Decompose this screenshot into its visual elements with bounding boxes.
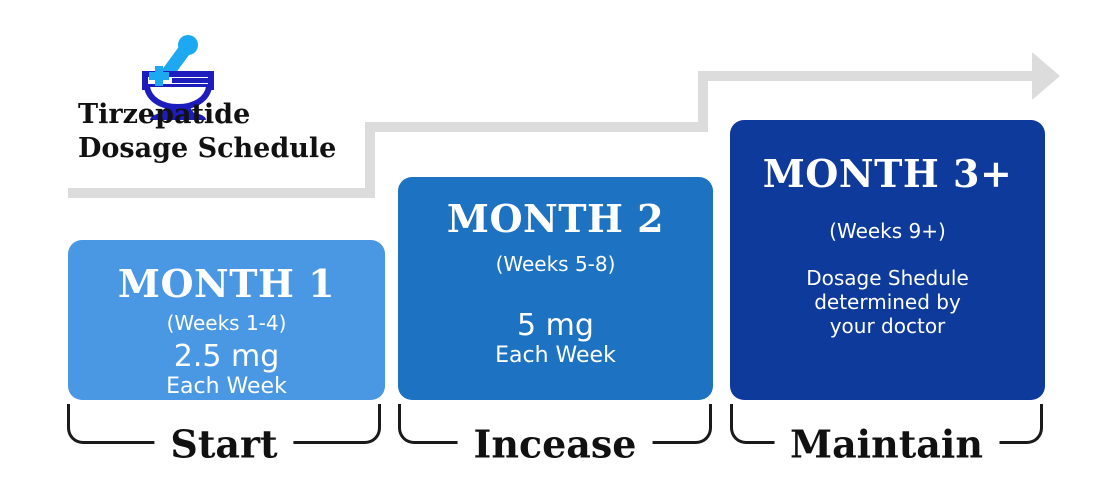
month-1-dose: 2.5 mg (173, 339, 280, 374)
month-2-dose: 5 mg (517, 308, 594, 343)
stage-box-month-3plus: MONTH 3+ (Weeks 9+) Dosage Shedule deter… (730, 120, 1045, 400)
phase-label-increase: Incease (457, 421, 653, 467)
month-1-frequency: Each Week (166, 374, 287, 399)
page-title-line2: Dosage Schedule (78, 133, 337, 164)
page-title-line1: Tirzepatide (78, 99, 251, 130)
bracket-start: Start (67, 404, 381, 467)
month-3-weeks: (Weeks 9+) (829, 219, 946, 243)
bracket-maintain: Maintain (730, 404, 1043, 467)
mortar-and-pestle-graphic (142, 35, 214, 120)
phase-label-maintain: Maintain (774, 421, 999, 467)
month-3-title: MONTH 3+ (762, 151, 1013, 196)
arrow-head-icon (1032, 52, 1060, 100)
month-2-weeks: (Weeks 5-8) (495, 252, 616, 276)
bracket-increase: Incease (398, 404, 712, 467)
arrow-step2-horizontal (365, 122, 708, 132)
mortar-and-pestle-icon (136, 30, 220, 122)
arrow-step3-horizontal (698, 71, 1033, 81)
phase-label-start: Start (154, 421, 294, 467)
arrow-step1-horizontal (68, 188, 375, 198)
month-3-note-line3: your doctor (829, 314, 946, 338)
arrow-step2-vertical (698, 71, 708, 132)
month-3-note-line2: determined by (814, 290, 961, 314)
month-3-note-line1: Dosage Shedule (806, 266, 969, 290)
month-1-title: MONTH 1 (117, 261, 336, 306)
month-1-weeks: (Weeks 1-4) (166, 311, 287, 335)
arrow-step1-vertical (365, 122, 375, 198)
month-2-title: MONTH 2 (446, 196, 665, 241)
stage-box-month-2: MONTH 2 (Weeks 5-8) 5 mg Each Week (398, 177, 713, 400)
month-2-frequency: Each Week (495, 343, 616, 368)
month-3-note: Dosage Shedule determined by your doctor (730, 266, 1045, 338)
stage-box-month-1: MONTH 1 (Weeks 1-4) 2.5 mg Each Week (68, 240, 385, 400)
page-title: Tirzepatide Dosage Schedule (78, 98, 336, 166)
